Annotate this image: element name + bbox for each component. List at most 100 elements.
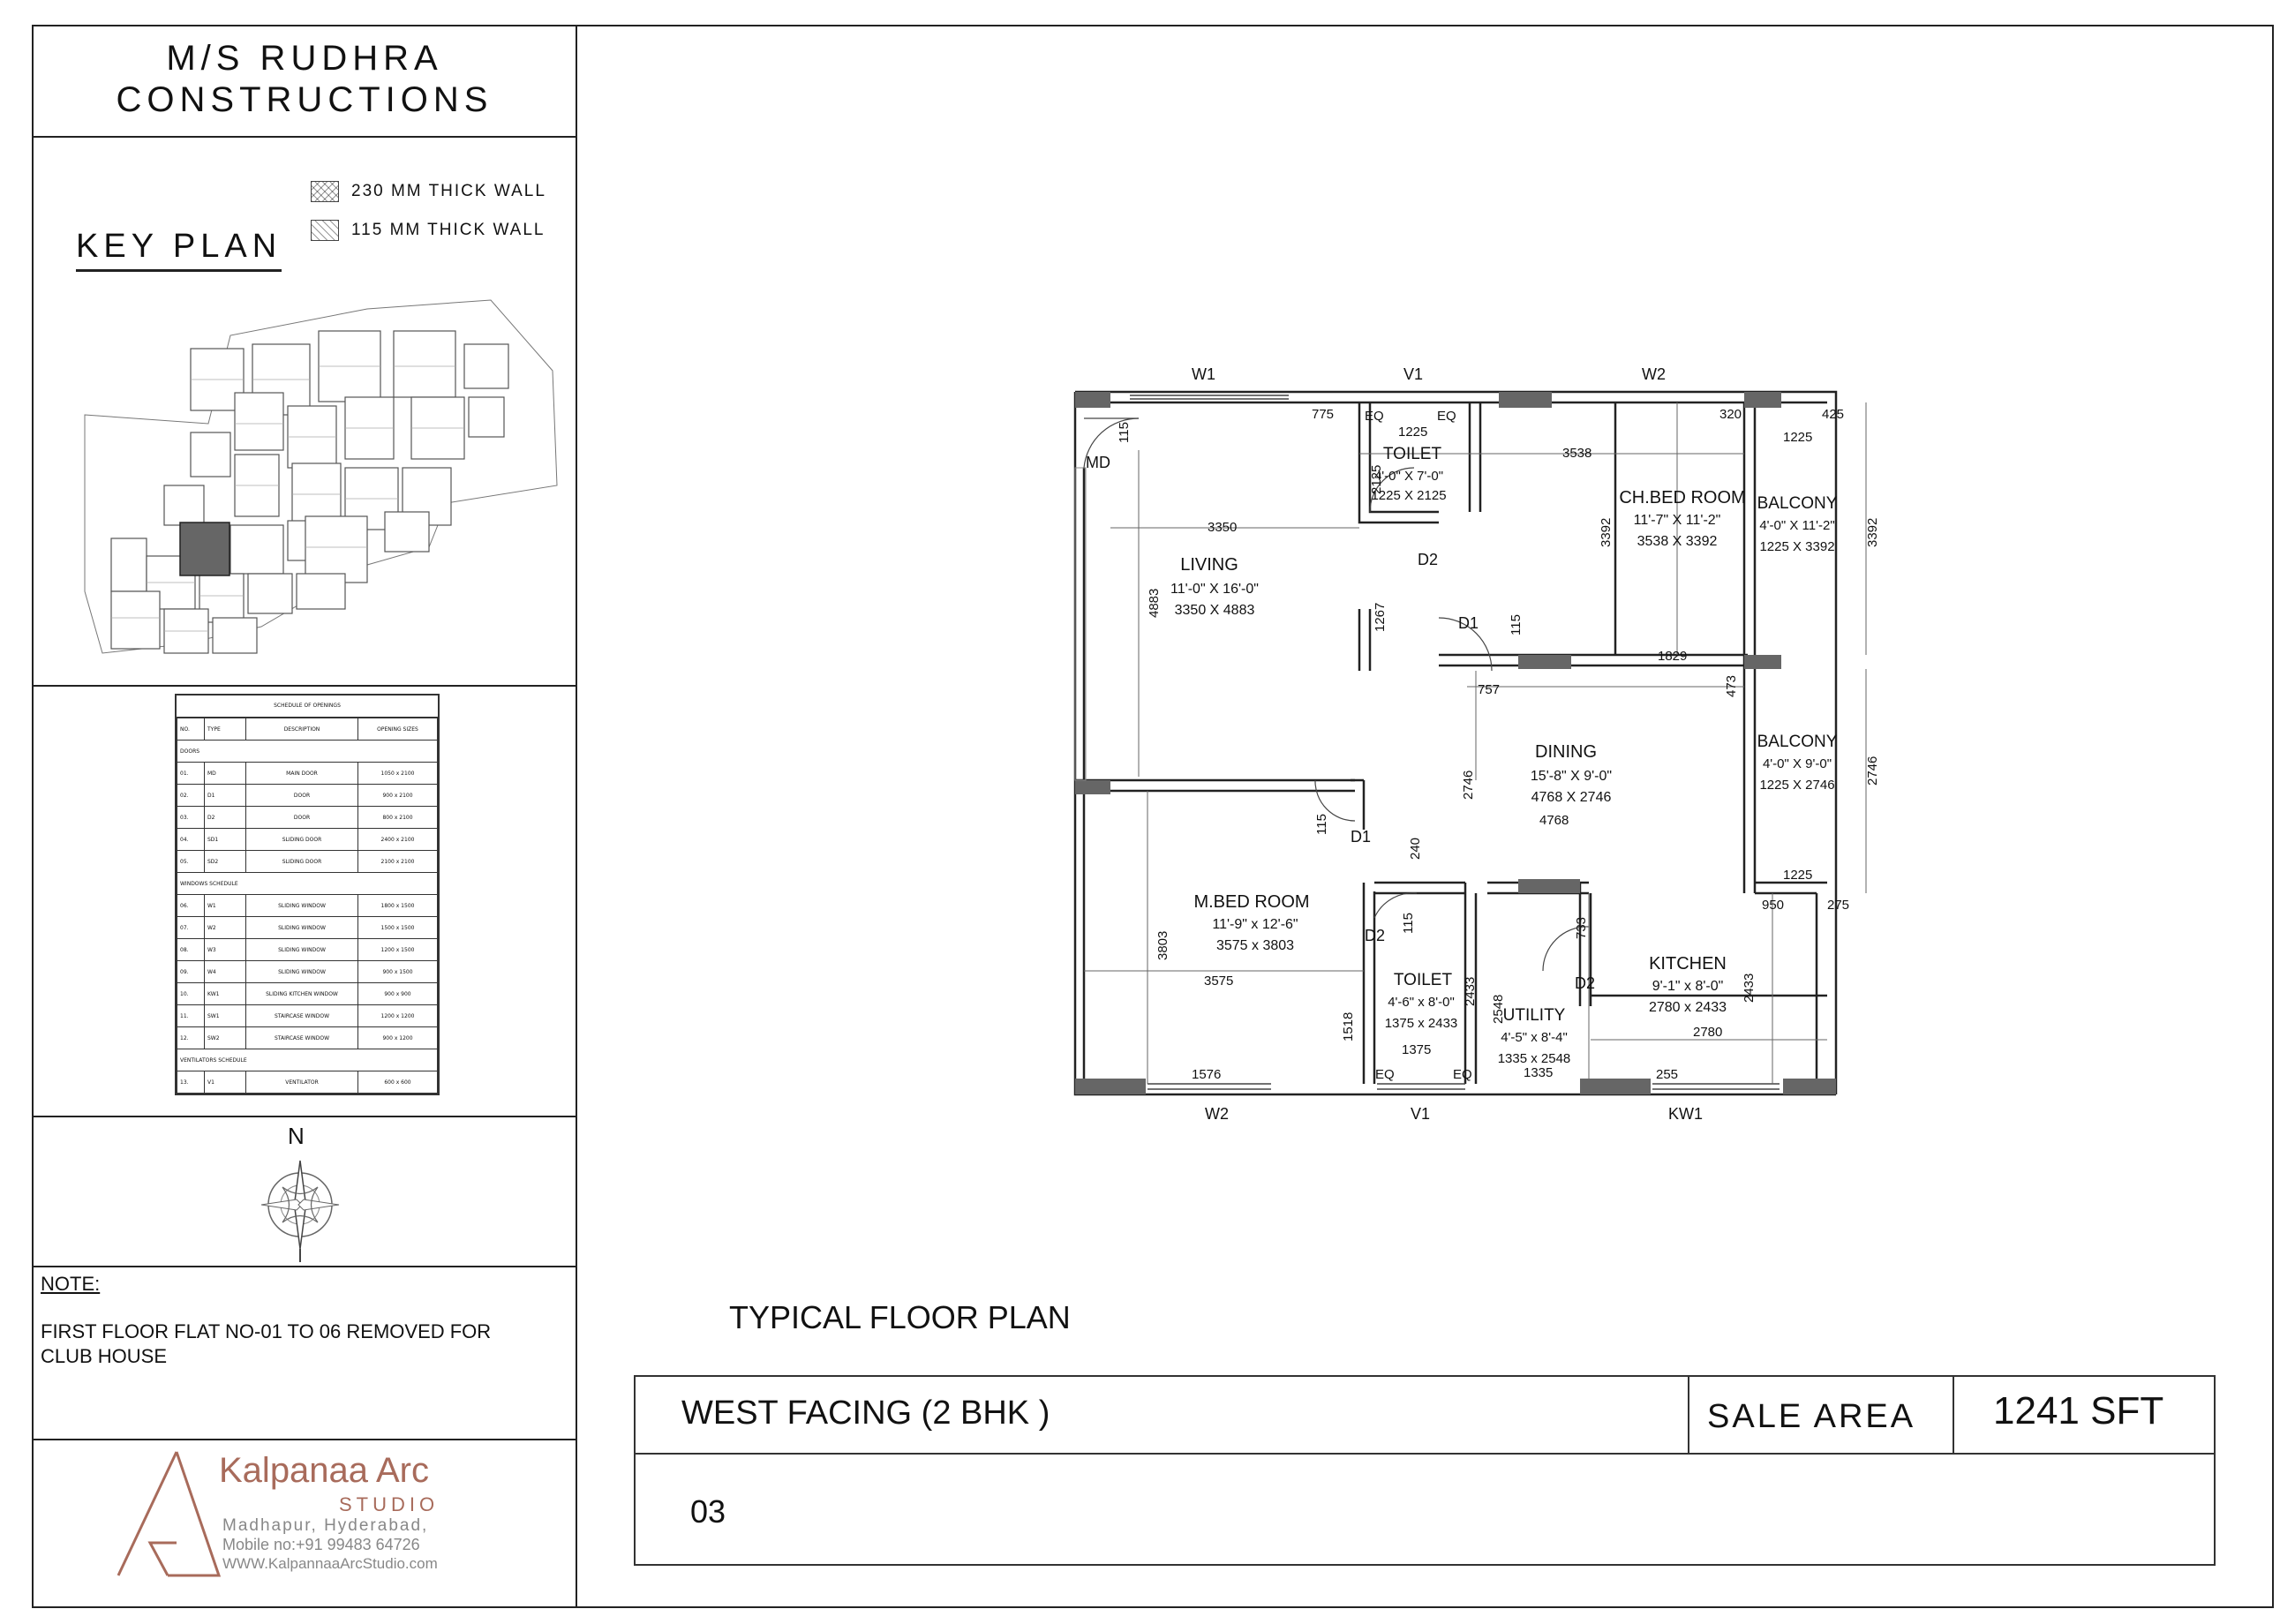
section-row-windows: WINDOWS SCHEDULE xyxy=(177,872,438,895)
cell: 1800 x 1500 xyxy=(357,894,438,917)
window-label-w2: W2 xyxy=(1642,365,1666,383)
header-opening-sizes: OPENING SIZES xyxy=(357,718,438,741)
cell: 2100 x 2100 xyxy=(357,850,438,873)
outer-border xyxy=(32,25,2274,1608)
cell: 800 x 2100 xyxy=(357,806,438,829)
room-dims-metric: 1335 x 2548 xyxy=(1498,1051,1571,1066)
dim-425: 425 xyxy=(1822,407,1844,422)
cell: W1 xyxy=(204,894,246,917)
dim-757: 757 xyxy=(1478,682,1500,697)
cell: 12. xyxy=(177,1026,205,1049)
cell: 10. xyxy=(177,982,205,1005)
cell: DOOR xyxy=(245,806,358,829)
cell: W3 xyxy=(204,938,246,961)
room-balcony-2: BALCONY 4'-0" X 9'-0" 1225 X 2746 xyxy=(1757,733,1838,793)
cell: SLIDING WINDOW xyxy=(245,960,358,983)
company-name-line2: CONSTRUCTIONS xyxy=(116,80,493,119)
room-dims-metric: 1375 x 2433 xyxy=(1385,1016,1458,1031)
header-no: NO. xyxy=(177,718,205,741)
divider xyxy=(34,685,576,687)
facing-label: WEST FACING (2 BHK ) xyxy=(681,1395,1050,1432)
dim-1225: 1225 xyxy=(1398,425,1427,440)
cell: 01. xyxy=(177,762,205,785)
hatch-swatch-icon xyxy=(311,220,339,241)
table-header-row: NO. TYPE DESCRIPTION OPENING SIZES xyxy=(177,718,438,741)
room-name: TOILET xyxy=(1394,971,1453,989)
dim-2746: 2746 xyxy=(1461,771,1476,800)
room-name: LIVING xyxy=(1180,555,1238,575)
header-type: TYPE xyxy=(204,718,246,741)
opening-labels: W1 V1 W2 W2 V1 KW1 MD D2 D1 D1 D2 D2 EQ … xyxy=(1086,365,1703,1123)
cell: D2 xyxy=(204,806,246,829)
cell: 1500 x 1500 xyxy=(357,916,438,939)
room-dims-imperial: 4'-0" X 9'-0" xyxy=(1763,756,1832,771)
cell: SD1 xyxy=(204,828,246,851)
eq-label: EQ xyxy=(1437,409,1456,424)
dim-1225: 1225 xyxy=(1783,430,1812,445)
studio-mobile: Mobile no:+91 99483 64726 xyxy=(222,1536,420,1553)
company-name-line1: M/S RUDHRA xyxy=(166,39,443,78)
room-dims-imperial: 4'-6" x 8'-0" xyxy=(1388,995,1455,1010)
note-heading: NOTE: xyxy=(41,1273,101,1295)
dim-950: 950 xyxy=(1762,898,1784,913)
ventilator-label-v1: V1 xyxy=(1411,1105,1430,1123)
block-internal-lines xyxy=(111,365,464,632)
room-kitchen: KITCHEN 9'-1" x 8'-0" 2780 x 2433 xyxy=(1649,954,1727,1015)
dim-473: 473 xyxy=(1724,675,1739,697)
cell: SLIDING KITCHEN WINDOW xyxy=(245,982,358,1005)
cell: SLIDING WINDOW xyxy=(245,916,358,939)
room-living: LIVING 11'-0" X 16'-0" 3350 X 4883 xyxy=(1170,555,1259,618)
studio-website: WWW.KalpannaaArcStudio.com xyxy=(222,1555,438,1572)
dim-4768: 4768 xyxy=(1539,813,1569,828)
legend-label-230: 230 MM THICK WALL xyxy=(351,182,546,200)
cell: MAIN DOOR xyxy=(245,762,358,785)
doors-heading: DOORS xyxy=(177,740,438,763)
cell: 06. xyxy=(177,894,205,917)
room-dims-metric: 1225 X 3392 xyxy=(1759,539,1834,554)
cell: 900 x 1200 xyxy=(357,1026,438,1049)
schedule-title: SCHEDULE OF OPENINGS xyxy=(177,695,438,718)
cell: 1050 x 2100 xyxy=(357,762,438,785)
windows-heading: WINDOWS SCHEDULE xyxy=(177,872,438,895)
dim-2433: 2433 xyxy=(1742,974,1757,1003)
divider xyxy=(636,1453,2214,1455)
cell: SD2 xyxy=(204,850,246,873)
dim-1225: 1225 xyxy=(1783,868,1812,883)
cell: W2 xyxy=(204,916,246,939)
header-description: DESCRIPTION xyxy=(245,718,358,741)
room-dims-imperial: 15'-8" X 9'-0" xyxy=(1531,769,1612,784)
cell: W4 xyxy=(204,960,246,983)
dim-115: 115 xyxy=(1509,614,1524,635)
room-toilet-1: TOILET 4'-0" X 7'-0" 1225 X 2125 xyxy=(1371,445,1446,503)
room-dims-imperial: 4'-0" X 11'-2" xyxy=(1759,518,1834,533)
room-dims-imperial: 9'-1" x 8'-0" xyxy=(1652,979,1724,994)
legend-item-115: 115 MM THICK WALL xyxy=(311,217,546,244)
cell: 03. xyxy=(177,806,205,829)
cell: 08. xyxy=(177,938,205,961)
window-label-w1: W1 xyxy=(1192,365,1215,383)
studio-logo-icon xyxy=(117,1451,221,1577)
studio-address: Madhapur, Hyderabad, xyxy=(222,1516,429,1535)
north-label: N xyxy=(288,1123,305,1149)
company-header: M/S RUDHRA CONSTRUCTIONS xyxy=(34,35,576,132)
info-box: WEST FACING (2 BHK ) SALE AREA 1241 SFT … xyxy=(634,1375,2216,1566)
cell: VENTILATOR xyxy=(245,1071,358,1094)
ventilators-heading: VENTILATORS SCHEDULE xyxy=(177,1049,438,1071)
room-dims-metric: 2780 x 2433 xyxy=(1649,1000,1727,1015)
cell: V1 xyxy=(204,1071,246,1094)
room-toilet-2: TOILET 4'-6" x 8'-0" 1375 x 2433 xyxy=(1385,971,1458,1031)
room-dims-imperial: 11'-7" X 11'-2" xyxy=(1634,513,1721,528)
dim-1576: 1576 xyxy=(1192,1067,1221,1082)
room-name: BALCONY xyxy=(1757,494,1838,513)
room-dims-imperial: 11'-0" X 16'-0" xyxy=(1170,582,1259,597)
cell: KW1 xyxy=(204,982,246,1005)
cell: 04. xyxy=(177,828,205,851)
cell: 09. xyxy=(177,960,205,983)
sale-area-value: 1241 SFT xyxy=(1993,1389,2164,1432)
dim-2433: 2433 xyxy=(1463,977,1478,1006)
dim-2548: 2548 xyxy=(1491,995,1506,1024)
